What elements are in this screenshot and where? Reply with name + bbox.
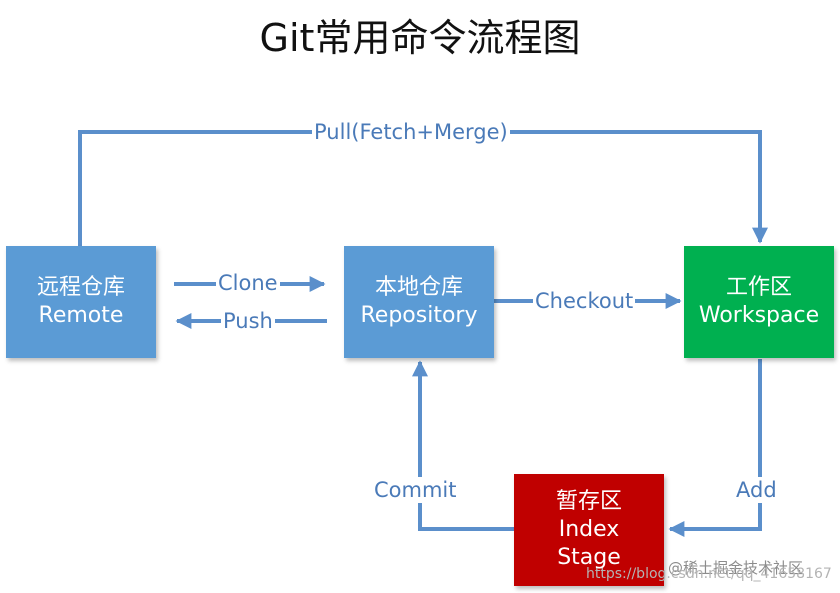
checkout-label: Checkout xyxy=(533,288,636,314)
repository-node-en: Repository xyxy=(360,303,478,328)
commit-label: Commit xyxy=(372,477,459,503)
workspace-node-cn: 工作区 xyxy=(725,275,792,300)
index-node-cn: 暂存区 xyxy=(555,489,622,514)
watermark-brand: @稀土掘金技术社区 xyxy=(668,559,804,577)
add-arrow xyxy=(668,359,762,537)
pull-arrow xyxy=(78,130,768,246)
watermark-url: https://blog.csdn.net/qq_41658167 xyxy=(586,566,832,582)
index-node-stage: Stage xyxy=(557,545,621,570)
pull-label: Pull(Fetch+Merge) xyxy=(312,119,510,145)
index-node: 暂存区 Index Stage xyxy=(514,474,664,586)
clone-label: Clone xyxy=(216,270,280,296)
repository-node: 本地仓库 Repository xyxy=(344,246,494,358)
workspace-node: 工作区 Workspace xyxy=(684,246,834,358)
remote-node-cn: 远程仓库 xyxy=(36,275,125,300)
workspace-node-en: Workspace xyxy=(698,303,820,328)
remote-node-en: Remote xyxy=(38,303,124,328)
add-label: Add xyxy=(734,477,779,503)
repository-node-cn: 本地仓库 xyxy=(374,275,463,300)
diagram-title: Git常用命令流程图 xyxy=(259,16,581,60)
commit-arrow xyxy=(412,360,514,531)
push-label: Push xyxy=(221,308,275,334)
index-node-en: Index xyxy=(558,517,620,542)
remote-node: 远程仓库 Remote xyxy=(6,246,156,358)
